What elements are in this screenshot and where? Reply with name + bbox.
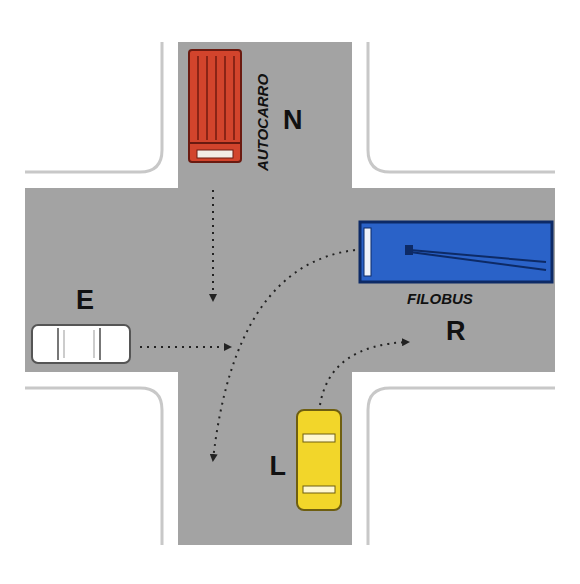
corner-block <box>352 42 555 188</box>
vehicle-letter: N <box>283 107 303 134</box>
road-horizontal <box>25 188 555 372</box>
corner-block <box>352 372 555 545</box>
truck <box>189 50 241 162</box>
vehicle-letter: E <box>76 287 94 314</box>
yellow-car <box>297 410 341 510</box>
vehicle-name: AUTOCARRO <box>255 73 270 170</box>
corner-block <box>25 372 178 545</box>
trajectory-arrows <box>140 190 408 460</box>
curb-lines <box>25 42 555 545</box>
white-car <box>32 325 130 363</box>
vehicle-letter: L <box>270 453 287 480</box>
vehicle-name: FILOBUS <box>407 291 473 306</box>
vehicle-letter: R <box>446 318 466 345</box>
trolleybus <box>360 222 552 282</box>
corner-block <box>25 42 178 188</box>
